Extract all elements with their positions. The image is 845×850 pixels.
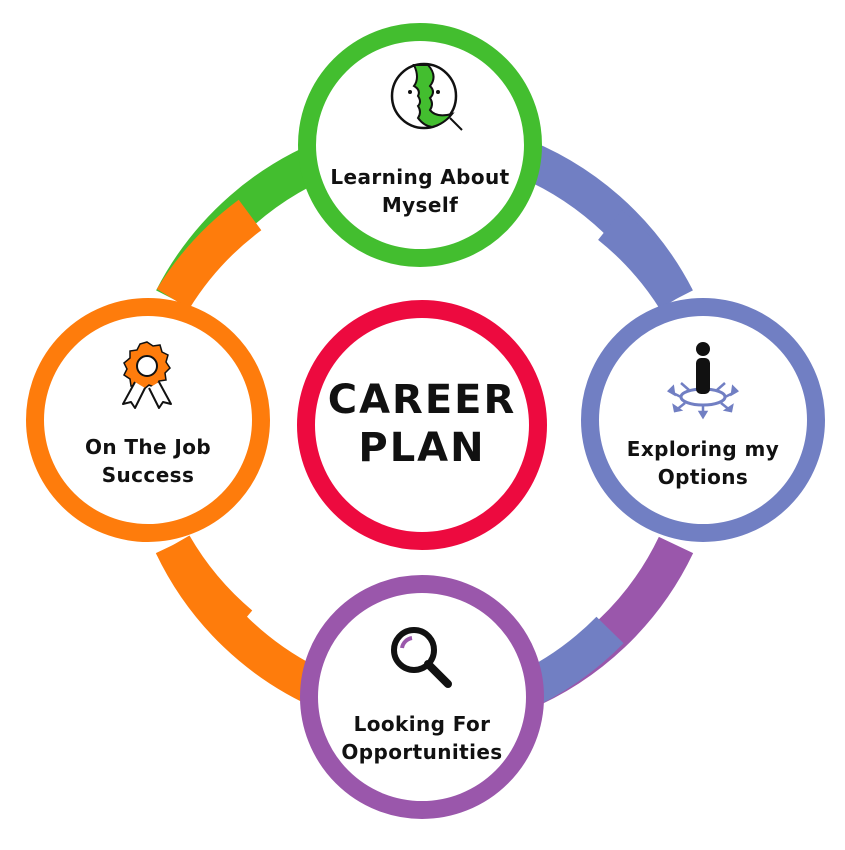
center-circle (297, 300, 547, 550)
node-circle-exploring (581, 298, 825, 542)
node-circle-success (26, 298, 270, 542)
node-label-learning: Learning About Myself (320, 163, 520, 219)
node-label-looking: Looking For Opportunities (322, 710, 522, 766)
node-label-success: On The Job Success (48, 433, 248, 489)
label-line: On The Job (84, 435, 212, 459)
label-line: Success (101, 463, 195, 487)
label-line: Opportunities (341, 740, 503, 764)
center-title: CAREER PLAN (302, 376, 542, 472)
two-faces-icon (390, 62, 463, 131)
magnifying-glass-icon (391, 627, 452, 688)
person-directions-icon (666, 342, 740, 420)
node-circle-looking (300, 575, 544, 819)
award-ribbon-icon (122, 341, 172, 409)
arc-segment-0 (156, 199, 262, 310)
arc-segment-1 (597, 210, 693, 310)
label-line: Learning About (330, 165, 510, 189)
node-circle-learning (298, 23, 542, 267)
label-line: Myself (381, 193, 459, 217)
center-title-line: CAREER (327, 377, 517, 423)
label-line: Exploring my (626, 437, 780, 461)
node-label-exploring: Exploring my Options (603, 435, 803, 491)
label-line: Options (657, 465, 749, 489)
arc-segment-3 (156, 535, 253, 640)
center-title-line: PLAN (358, 425, 486, 471)
label-line: Looking For (353, 712, 491, 736)
